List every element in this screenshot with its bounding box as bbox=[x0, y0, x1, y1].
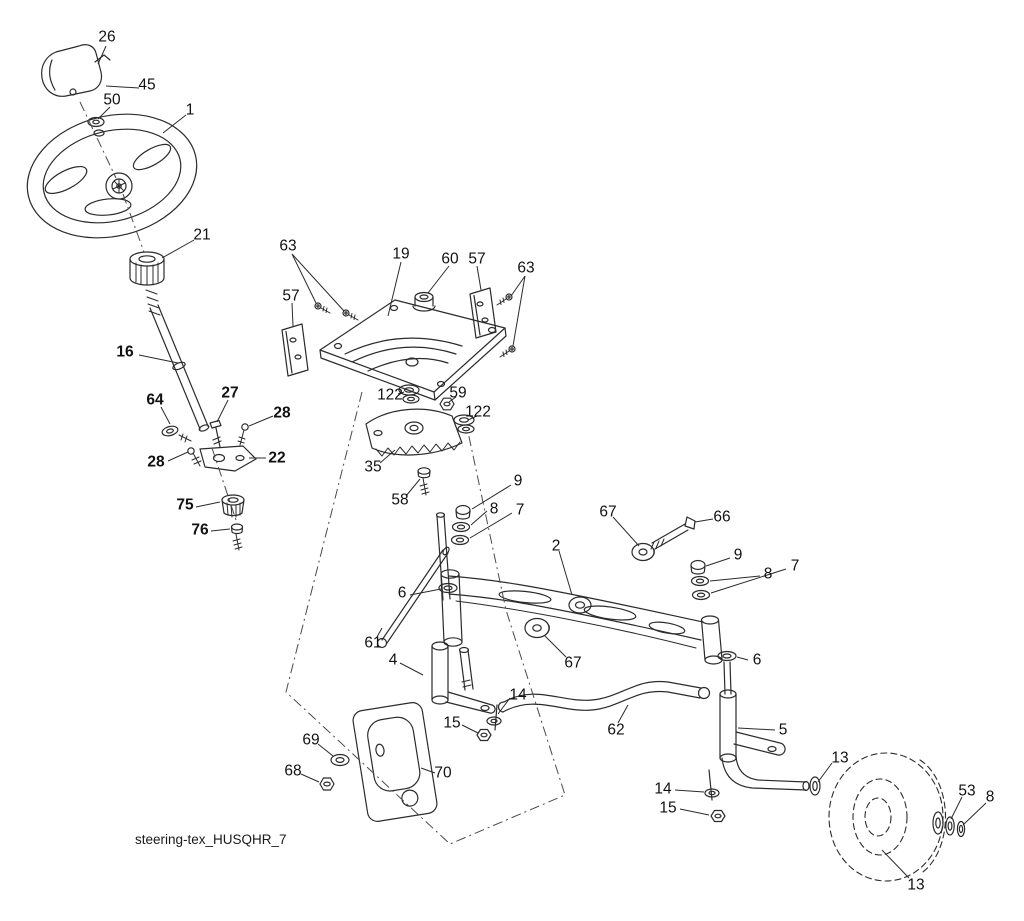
wheel-washers-drawing bbox=[932, 811, 966, 838]
front-wheel-drawing bbox=[828, 752, 946, 882]
part-label-75: 75 bbox=[176, 497, 194, 514]
part-label-6: 6 bbox=[398, 585, 407, 602]
part-label-1: 1 bbox=[186, 102, 195, 119]
part-label-50: 50 bbox=[103, 92, 121, 109]
part-label-69: 69 bbox=[302, 732, 319, 749]
part-label-62: 62 bbox=[607, 722, 624, 739]
steering-cap-drawing bbox=[41, 44, 111, 97]
washer-50-drawing bbox=[87, 116, 105, 137]
screw-63-drawings bbox=[314, 293, 516, 358]
part-label-68: 68 bbox=[284, 763, 301, 780]
part-label-58: 58 bbox=[391, 492, 408, 509]
part-label-8: 8 bbox=[986, 789, 995, 806]
part-label-9: 9 bbox=[734, 547, 743, 564]
steering-wheel-drawing bbox=[26, 113, 198, 239]
leader-lines bbox=[97, 45, 987, 879]
part-label-7: 7 bbox=[516, 502, 525, 519]
part-label-13: 13 bbox=[831, 750, 848, 767]
part-label-70: 70 bbox=[434, 765, 452, 782]
part-label-53: 53 bbox=[958, 783, 975, 800]
part-label-26: 26 bbox=[98, 29, 115, 46]
part-label-59: 59 bbox=[449, 385, 466, 402]
part-label-14: 14 bbox=[509, 687, 527, 704]
part-label-6: 6 bbox=[753, 652, 762, 669]
part-label-63: 63 bbox=[517, 260, 534, 277]
part-label-61: 61 bbox=[364, 635, 381, 652]
part-label-8: 8 bbox=[490, 501, 499, 518]
part-label-14: 14 bbox=[654, 781, 672, 798]
part-label-57: 57 bbox=[468, 251, 485, 268]
part-label-22: 22 bbox=[268, 450, 285, 467]
part-label-66: 66 bbox=[713, 509, 730, 526]
diagram-footer-label: steering-tex_HUSQHR_7 bbox=[135, 832, 287, 847]
part-label-19: 19 bbox=[392, 246, 409, 263]
part-label-8: 8 bbox=[764, 566, 773, 583]
part-label-122: 122 bbox=[377, 387, 403, 404]
part-label-67: 67 bbox=[564, 655, 581, 672]
part-label-35: 35 bbox=[364, 459, 381, 476]
part-label-4: 4 bbox=[389, 652, 398, 669]
part-label-16: 16 bbox=[116, 344, 134, 361]
part-label-64: 64 bbox=[146, 392, 164, 409]
part-label-15: 15 bbox=[443, 715, 460, 732]
part-label-5: 5 bbox=[779, 722, 788, 739]
front-axle-drawing bbox=[376, 504, 737, 665]
part-label-15: 15 bbox=[659, 800, 676, 817]
part-label-28: 28 bbox=[147, 454, 165, 471]
part-label-27: 27 bbox=[221, 385, 238, 402]
part-label-45: 45 bbox=[138, 77, 155, 94]
part-label-21: 21 bbox=[193, 227, 210, 244]
part-label-57: 57 bbox=[282, 288, 299, 305]
phantom-outlines bbox=[79, 101, 566, 845]
part-label-9: 9 bbox=[514, 473, 523, 490]
spindles-drawing bbox=[431, 641, 821, 823]
sector-gear-drawing bbox=[365, 384, 475, 496]
part-label-2: 2 bbox=[552, 538, 561, 555]
steering-column-drawing bbox=[129, 251, 257, 551]
part-label-76: 76 bbox=[191, 522, 209, 539]
part-label-60: 60 bbox=[441, 251, 459, 268]
steering-plate-drawing bbox=[281, 287, 516, 401]
part-label-7: 7 bbox=[791, 558, 800, 575]
part-label-67: 67 bbox=[599, 504, 616, 521]
part-label-28: 28 bbox=[273, 405, 291, 422]
part-label-13: 13 bbox=[907, 877, 924, 894]
part-label-122: 122 bbox=[465, 404, 491, 421]
part-label-63: 63 bbox=[279, 238, 296, 255]
keeper-plate-drawing bbox=[319, 702, 438, 822]
